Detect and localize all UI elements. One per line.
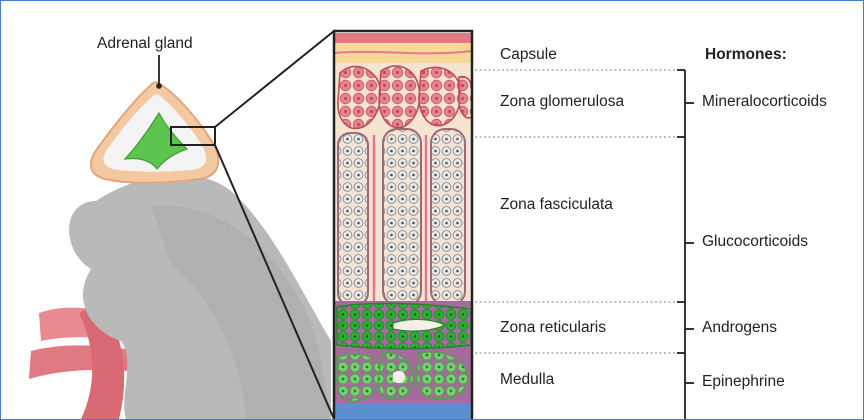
gland-pointer-dot — [156, 83, 162, 89]
hormone-label-mineralocorticoids: Mineralocorticoids — [702, 93, 827, 111]
hormones-header: Hormones: — [705, 46, 787, 64]
hormone-label-androgens: Androgens — [702, 319, 777, 337]
layer-label-medulla: Medulla — [500, 371, 554, 389]
hormone-brackets — [677, 70, 694, 419]
cross-section-panel — [334, 33, 472, 419]
zoom-line — [215, 31, 334, 127]
vessel-layer — [334, 403, 472, 419]
adrenal-gland-label: Adrenal gland — [97, 35, 193, 53]
hormone-label-glucocorticoids: Glucocorticoids — [702, 233, 808, 251]
kidney-illustration — [29, 175, 331, 419]
layer-label-capsule: Capsule — [500, 46, 557, 64]
hormone-label-epinephrine: Epinephrine — [702, 373, 785, 391]
layer-label-reticularis: Zona reticularis — [500, 319, 606, 337]
adrenal-gland — [91, 82, 218, 183]
layer-label-fasciculata: Zona fasciculata — [500, 196, 613, 214]
layer-label-glomerulosa: Zona glomerulosa — [500, 93, 624, 111]
